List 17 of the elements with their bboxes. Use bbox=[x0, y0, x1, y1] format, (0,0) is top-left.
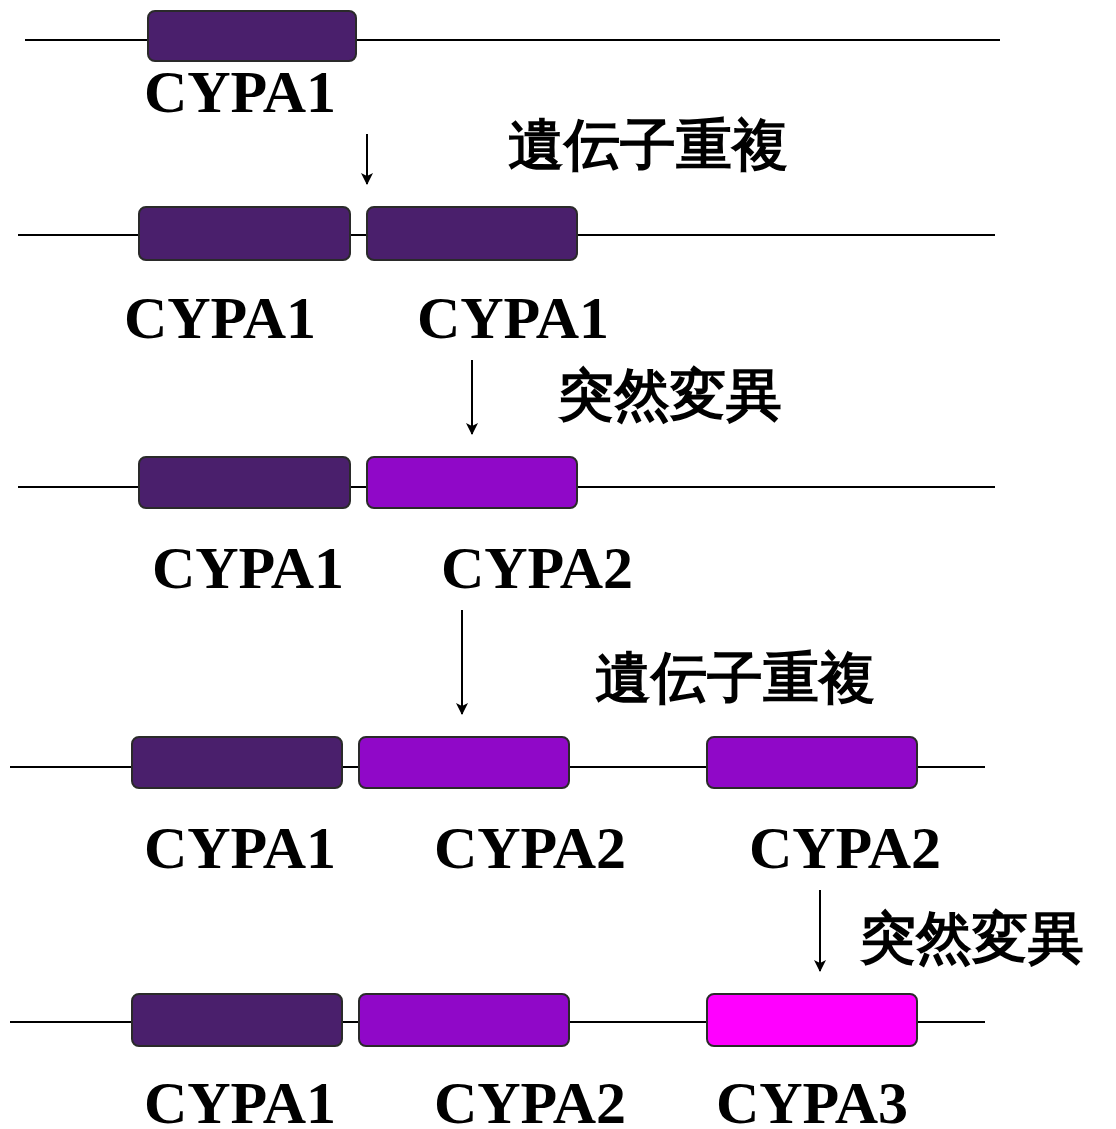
gene-label: CYPA1 bbox=[415, 288, 611, 348]
gene-label: CYPA1 bbox=[122, 288, 318, 348]
gene-label: CYPA1 bbox=[142, 62, 338, 122]
gene-label: CYPA1 bbox=[142, 818, 338, 878]
edge-label: 突然変異 bbox=[860, 906, 1084, 970]
arrow bbox=[466, 359, 478, 435]
gene-label: CYPA2 bbox=[432, 818, 628, 878]
arrow bbox=[814, 889, 826, 972]
gene-label: CYPA2 bbox=[432, 1073, 628, 1129]
gene-label: CYPA3 bbox=[714, 1073, 910, 1129]
arrow bbox=[361, 133, 373, 185]
gene-label: CYPA1 bbox=[150, 538, 346, 598]
gene-label: CYPA1 bbox=[142, 1073, 338, 1129]
gene-label: CYPA2 bbox=[747, 818, 943, 878]
edge-label: 突然変異 bbox=[558, 363, 782, 427]
gene-label: CYPA2 bbox=[439, 538, 635, 598]
arrow bbox=[456, 609, 468, 715]
